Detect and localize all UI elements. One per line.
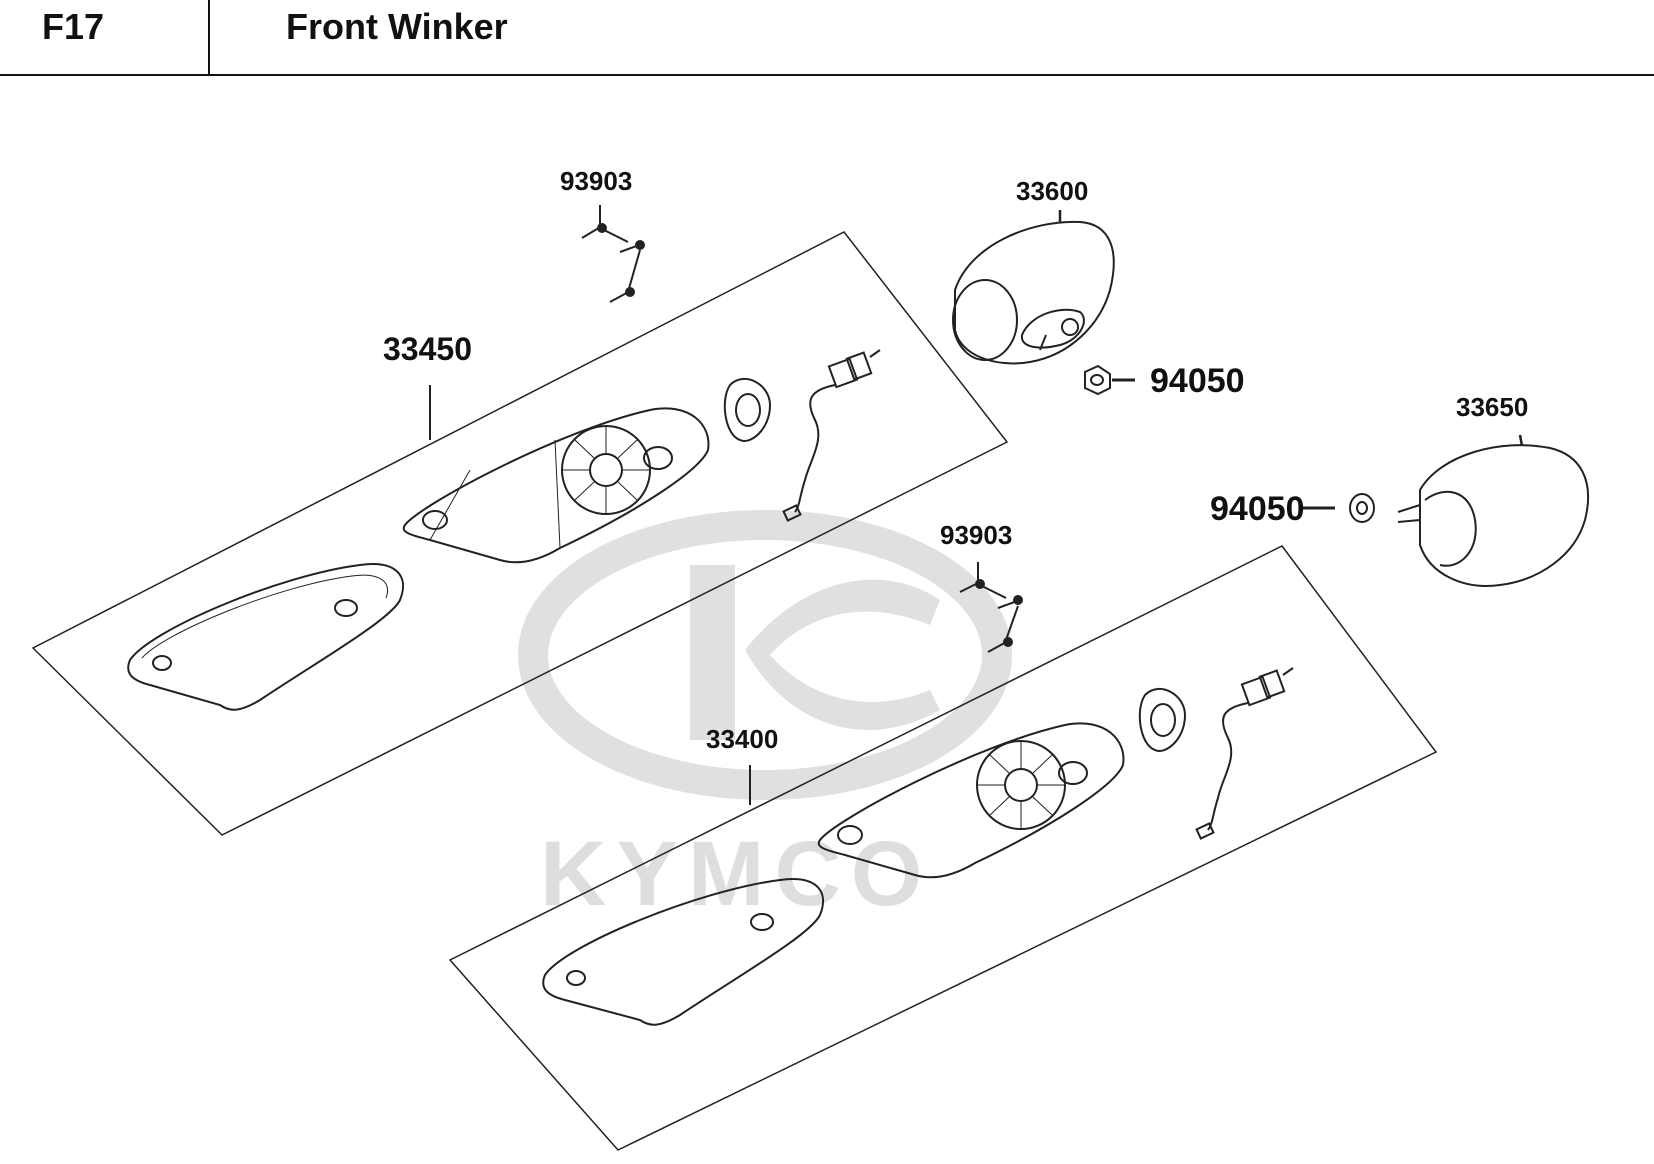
assembly-frame-lower bbox=[448, 545, 1438, 1151]
winker-housing-upper bbox=[402, 407, 710, 564]
winker-housing-lower bbox=[817, 722, 1125, 879]
part-label-93903-upper: 93903 bbox=[560, 166, 632, 196]
leader-lines bbox=[429, 385, 751, 805]
screw-set-lower bbox=[959, 562, 1023, 653]
watermark-brand-text: KYMCO bbox=[540, 823, 932, 925]
part-label-33600: 33600 bbox=[1016, 176, 1088, 206]
socket-gasket-upper bbox=[723, 378, 772, 442]
bulb-wire-lower bbox=[1195, 667, 1294, 840]
nut-upper bbox=[1084, 364, 1135, 396]
part-label-94050-upper: 94050 bbox=[1150, 362, 1245, 400]
bulb-wire-upper bbox=[782, 349, 881, 522]
part-label-94050-lower: 94050 bbox=[1210, 490, 1305, 528]
nut-lower bbox=[1300, 493, 1375, 523]
rear-winker-upper bbox=[952, 210, 1115, 365]
section-code: F17 bbox=[42, 6, 105, 47]
part-label-33400: 33400 bbox=[706, 724, 778, 754]
winker-lens-lower bbox=[542, 878, 825, 1026]
section-title: Front Winker bbox=[286, 6, 508, 47]
screw-set-upper bbox=[581, 205, 645, 303]
part-label-33450: 33450 bbox=[383, 331, 472, 367]
rear-winker-lower bbox=[1397, 434, 1590, 587]
page-header: F17 Front Winker bbox=[0, 0, 1654, 76]
part-label-93903-lower: 93903 bbox=[940, 520, 1012, 550]
part-label-33650: 33650 bbox=[1456, 392, 1528, 422]
header-divider bbox=[208, 0, 210, 74]
socket-gasket-lower bbox=[1138, 688, 1187, 752]
winker-lens-upper bbox=[127, 563, 405, 711]
assembly-frame-upper bbox=[31, 231, 1009, 836]
